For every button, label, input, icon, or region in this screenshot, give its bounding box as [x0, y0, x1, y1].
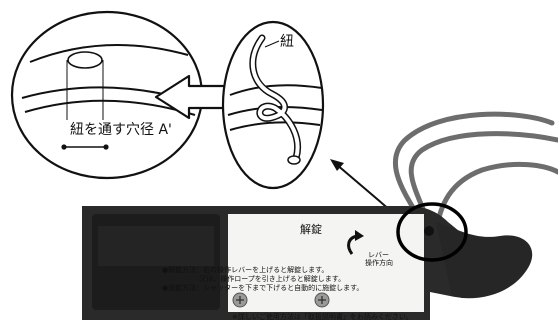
unlock-label: 解錠 [300, 222, 322, 236]
instruction-note: ※詳しいご使用方法は「取扱説明書」をお読みください。 [232, 312, 413, 321]
instruction-line: ●解錠方法：右の操作レバーを上げると解錠します。 [162, 265, 328, 274]
hole-highlight-circle [396, 202, 468, 262]
instruction-line: 又は、操作ロープを引き上げると解錠します。 [162, 274, 345, 283]
lever-direction-label-line2: 操作方向 [365, 258, 393, 267]
cord-loop [392, 111, 558, 235]
lever-direction-label-line1: レバー [368, 251, 389, 259]
cord-label: 紐 [280, 34, 294, 50]
hole-diameter-label: 紐を通す穴径 A' [70, 122, 172, 138]
instruction-line: ●施錠方法：シャッターを下まで下げると自動的に施錠します。 [162, 283, 363, 292]
label-plate-text: 解錠 レバー 操作方向 ●解錠方法：右の操作レバーを上げると解錠します。 又は、… [162, 222, 413, 321]
cord-knot-magnifier: 紐 [221, 20, 325, 190]
curved-arrow-icon [347, 234, 358, 255]
hole-detail-magnifier: 紐を通す穴径 A' [10, 10, 204, 180]
lock-device [82, 202, 533, 320]
